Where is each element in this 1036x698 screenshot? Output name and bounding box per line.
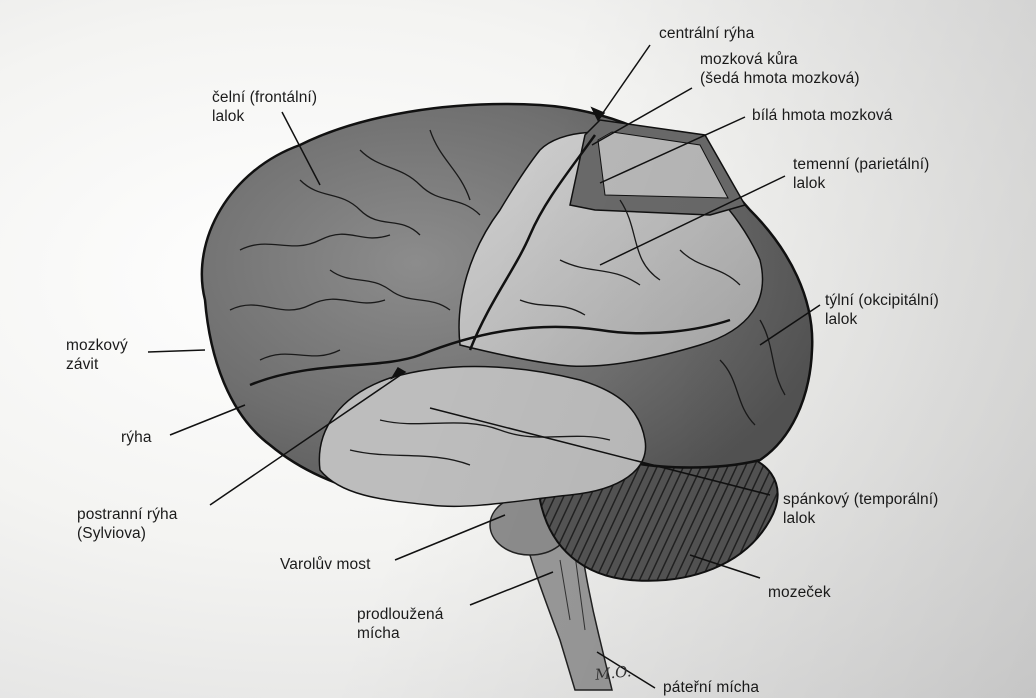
label-prodlouzena-micha: prodloužená mícha (357, 605, 443, 643)
label-celni-lalok: čelní (frontální) lalok (212, 88, 317, 126)
label-mozkovy-zavit: mozkový závit (66, 336, 128, 374)
leader-mozkovy-zavit (148, 350, 205, 352)
artist-signature: M.O. (594, 662, 632, 684)
cerebrum (202, 104, 812, 506)
leader-ryha (170, 405, 245, 435)
label-temenni-lalok: temenní (parietální) lalok (793, 155, 929, 193)
label-centralni-ryha: centrální rýha (659, 24, 754, 43)
label-mozecek: mozeček (768, 583, 831, 602)
label-paterni-micha: páteřní mícha (663, 678, 759, 697)
label-mozkova-kura: mozková kůra (šedá hmota mozková) (700, 50, 860, 88)
label-varoluv-most: Varolův most (280, 555, 371, 574)
label-bila-hmota: bílá hmota mozková (752, 106, 893, 125)
label-postranni-ryha: postranní rýha (Sylviova) (77, 505, 178, 543)
leader-centralni-ryha (598, 45, 650, 120)
leader-varoluv-most (395, 515, 505, 560)
label-tylni-lalok: týlní (okcipitální) lalok (825, 291, 939, 329)
label-spankovy-lalok: spánkový (temporální) lalok (783, 490, 938, 528)
label-ryha: rýha (121, 428, 152, 447)
